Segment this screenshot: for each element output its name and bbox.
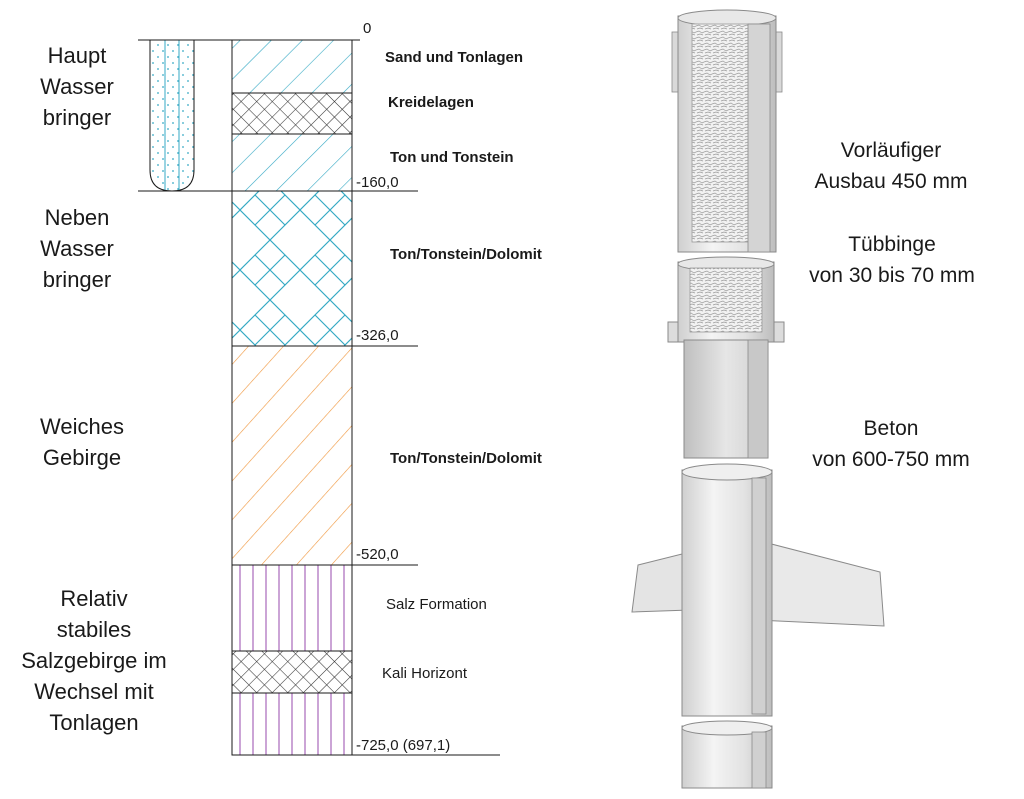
stratigraphic-column (231, 39, 353, 756)
boundary-lines (138, 39, 500, 756)
zone-line: Haupt (47, 43, 107, 68)
note-line: von 600-750 mm (812, 448, 970, 471)
layer-label-salt: Salz Formation (386, 596, 487, 613)
depth-label: -160,0 (356, 174, 399, 191)
zone-label-secondary-aquifer: Neben Wasser bringer (14, 202, 140, 295)
zone-line: Wasser (40, 74, 114, 99)
lining-segment-top (671, 9, 783, 253)
zone-line: Wechsel mit (34, 679, 154, 704)
depth-label: -520,0 (356, 546, 399, 563)
zone-label-salt-rock: Relativ stabiles Salzgebirge im Wechsel … (0, 583, 188, 738)
note-line: Vorläufiger (840, 139, 942, 162)
zone-line: Tonlagen (49, 710, 139, 735)
zone-line: bringer (42, 105, 112, 130)
zone-line: Salzgebirge im (21, 648, 167, 673)
zone-line: Neben (44, 205, 110, 230)
layer-label-potash: Kali Horizont (382, 665, 468, 682)
zone-line: bringer (42, 267, 112, 292)
lining-segment-lower (631, 463, 885, 717)
zone-line: Relativ (60, 586, 128, 611)
zone-line: Gebirge (42, 445, 122, 470)
lining-note-tubbing: Tübbinge von 30 bis 70 mm (782, 229, 1002, 291)
layer-label-sand: Sand und Tonlagen (385, 49, 524, 66)
lining-segment-tubbing (667, 256, 785, 343)
layer-label-dolomit-upper: Ton/Tonstein/Dolomit (390, 246, 542, 263)
zone-line: Weiches (40, 414, 124, 439)
lining-note-concrete: Beton von 600-750 mm (788, 413, 994, 475)
layer-fill-chalk-2 (231, 650, 353, 694)
layer-fill-dolomit-1 (231, 190, 353, 347)
layer-fill-sand (231, 39, 353, 94)
layer-fill-dolomit-2 (231, 345, 353, 566)
water-well (149, 39, 195, 192)
zone-line: stabiles (56, 617, 132, 642)
layer-fill-clay (231, 133, 353, 192)
zone-line: Wasser (40, 236, 114, 261)
layer-fill-salt-2 (231, 692, 353, 756)
note-line: von 30 bis 70 mm (809, 264, 975, 287)
layer-fill-salt-1 (231, 564, 353, 652)
depth-label: -725,0 (697,1) (356, 737, 451, 754)
note-line: Tübbinge (848, 233, 936, 256)
lining-note-preliminary: Vorläufiger Ausbau 450 mm (788, 135, 994, 197)
layer-label-chalk: Kreidelagen (388, 94, 474, 111)
layer-label-clay: Ton und Tonstein (390, 149, 514, 166)
layer-fill-chalk-1 (231, 92, 353, 135)
depth-label: 0 (363, 20, 372, 37)
lining-segment-concrete (683, 339, 769, 459)
note-line: Ausbau 450 mm (814, 170, 968, 193)
zone-label-main-aquifer: Haupt Wasser bringer (14, 40, 140, 133)
lining-segment-bottom (681, 720, 773, 789)
depth-label: -326,0 (356, 327, 399, 344)
note-line: Beton (863, 417, 919, 440)
zone-label-soft-rock: Weiches Gebirge (14, 411, 150, 473)
layer-label-dolomit-lower: Ton/Tonstein/Dolomit (390, 450, 542, 467)
